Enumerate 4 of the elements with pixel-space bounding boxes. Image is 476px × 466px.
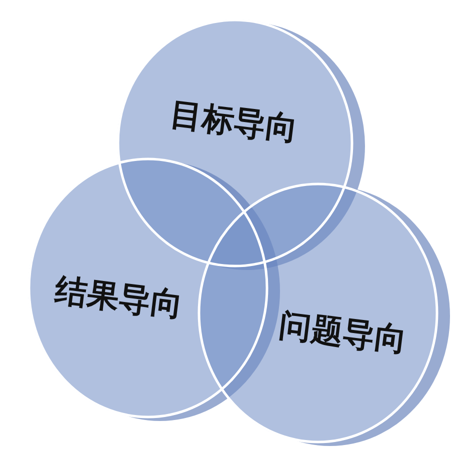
disc-label: 问题导向	[277, 308, 409, 358]
venn-disc	[196, 181, 452, 448]
disc-label: 结果导向	[53, 272, 185, 324]
disc-label: 目标导向	[168, 96, 300, 148]
